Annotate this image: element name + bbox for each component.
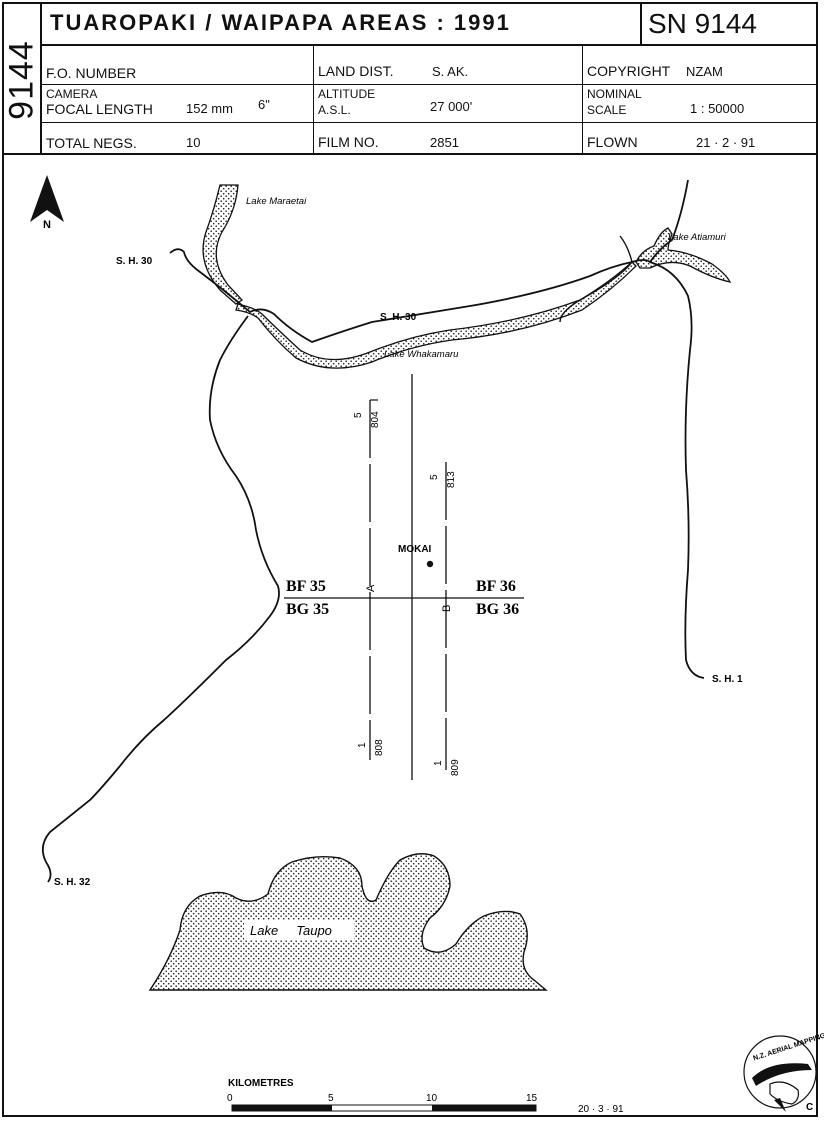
road-sh1 (649, 261, 705, 679)
sheet-bg35-label: BG 35 (286, 601, 329, 618)
scale-bar (231, 1104, 537, 1112)
lake-taupo-label: Lake Taupo (250, 923, 332, 938)
nz-aerial-mapping-logo: N.Z. AERIAL MAPPING LTD (743, 1028, 824, 1112)
altitude-label: ALTITUDE (318, 87, 376, 101)
copyright-value: NZAM (686, 64, 723, 79)
flight-line-b-end-photo: 809 (450, 759, 461, 776)
lake-maraetai-label: Lake Maraetai (246, 196, 307, 207)
north-arrow-icon (30, 175, 64, 222)
camera-label: CAMERA (46, 87, 98, 101)
lake-maraetai-shape (202, 184, 243, 305)
flight-line-b-start-index: 5 (429, 474, 440, 480)
focal-length-inches: 6" (258, 97, 270, 112)
mokai-label: MOKAI (398, 544, 432, 555)
asl-label: A.S.L. (318, 103, 351, 117)
sh1-label: S. H. 1 (712, 674, 743, 685)
scale-bar-label: KILOMETRES (228, 1078, 294, 1089)
sheet-bg36-label: BG 36 (476, 601, 519, 618)
flown-label: FLOWN (587, 134, 638, 150)
scale-bar-date: 20 · 3 · 91 (578, 1104, 624, 1115)
flight-line-a-end-index: 1 (357, 742, 368, 748)
sheet-bf36-label: BF 36 (476, 578, 516, 595)
road-sh32 (41, 315, 280, 883)
map-title: TUAROPAKI / WAIPAPA AREAS : 1991 (50, 10, 511, 35)
lake-atiamuri-label: Lake Atiamuri (668, 232, 727, 243)
row1-rule (40, 84, 818, 85)
altitude-value: 27 000' (430, 99, 473, 114)
road-sh30 (169, 179, 689, 343)
focal-length-mm: 152 mm (186, 101, 233, 116)
flight-line-a-letter: A (365, 584, 377, 592)
flight-line-a-end-photo: 808 (374, 739, 385, 756)
scale-tick-15: 15 (526, 1093, 538, 1104)
scale-tick-5: 5 (328, 1093, 334, 1104)
focal-length-label: FOCAL LENGTH (46, 101, 153, 117)
row2-rule (40, 122, 818, 123)
total-negs-label: TOTAL NEGS. (46, 135, 137, 151)
land-dist-label: LAND DIST. (318, 63, 394, 79)
nominal-label: NOMINAL (587, 87, 642, 101)
flight-line-a-start-index: 5 (353, 412, 364, 418)
film-no-label: FILM NO. (318, 134, 379, 150)
col1-divider (313, 45, 314, 154)
lake-whakamaru-shape (235, 261, 637, 369)
sn-number: SN 9144 (648, 8, 757, 39)
corner-letter: C (806, 1102, 813, 1113)
flight-line-b-start-photo: 813 (446, 471, 457, 488)
sn-divider (640, 2, 642, 45)
lake-atiamuri-shape (635, 227, 732, 283)
side-divider (40, 2, 42, 155)
scale-tick-0: 0 (227, 1093, 233, 1104)
scale-tick-10: 10 (426, 1093, 438, 1104)
road-junction (559, 235, 633, 323)
header-bottom-rule (2, 153, 818, 155)
land-dist-value: S. AK. (432, 64, 469, 79)
sheet-bf35-label: BF 35 (286, 578, 326, 595)
sh32-label: S. H. 32 (54, 877, 91, 888)
fo-number-label: F.O. NUMBER (46, 65, 137, 81)
sh30-center-label: S. H. 30 (380, 312, 417, 323)
lake-whakamaru-label: Lake Whakamaru (384, 349, 459, 360)
total-negs-value: 10 (186, 135, 201, 150)
film-no-value: 2851 (430, 135, 459, 150)
north-label: N (43, 219, 51, 231)
flight-line-b-end-index: 1 (433, 760, 444, 766)
lake-taupo-label-bg (244, 920, 354, 940)
scale-value: 1 : 50000 (690, 101, 745, 116)
title-rule (40, 44, 818, 46)
flown-value: 21 · 2 · 91 (696, 135, 756, 150)
col2-divider (582, 45, 583, 154)
copyright-label: COPYRIGHT (587, 63, 671, 79)
scale-label: SCALE (587, 103, 627, 117)
mokai-marker (426, 560, 434, 568)
flight-line-b-letter: B (441, 605, 453, 612)
flight-line-a-start-photo: 804 (370, 411, 381, 428)
sh30-west-label: S. H. 30 (116, 256, 153, 267)
